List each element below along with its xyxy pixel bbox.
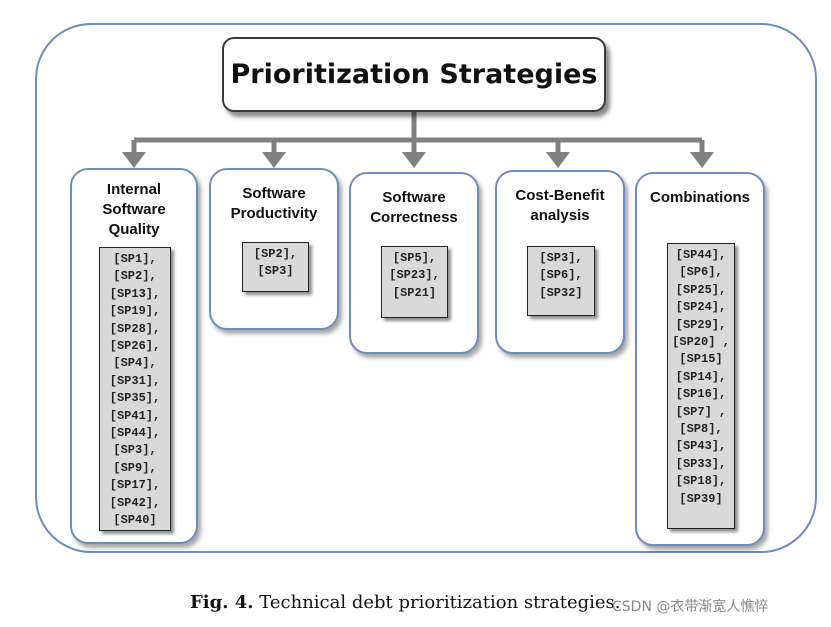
reference-item: [SP17], [109,478,161,493]
reference-item: [SP24], [675,300,727,315]
reference-item: [SP33], [675,456,727,471]
reference-item: [SP25], [675,282,727,297]
reference-list-box: [SP2], [SP3] [242,242,309,292]
reference-item: [SP14], [675,369,727,384]
reference-item: [SP18], [675,474,727,489]
reference-item: [SP39] [679,491,723,506]
reference-item: [SP42], [109,495,161,510]
reference-item: [SP41], [109,408,161,423]
reference-item: [SP5], [392,251,437,265]
arrowhead-2 [262,152,286,168]
reference-item: [SP21] [392,285,437,300]
reference-list-box: [SP3], [SP6], [SP32] [527,246,595,316]
outer-container [35,23,817,553]
category-label-line: Cost-Benefit [515,187,605,204]
reference-item: [SP32] [539,285,583,300]
reference-item: [SP26], [109,339,161,354]
reference-item: [SP16], [675,387,727,402]
arrowhead-1 [122,152,146,168]
reference-list-box: [SP44], [SP6], [SP25], [SP24], [SP29], [SP20]… [667,243,735,529]
reference-list-box: [SP1], [SP2], [SP13], [SP19], [SP28], [SP26],… [99,247,171,531]
category-label-line: Correctness [370,209,458,226]
watermark: CSDN @衣带渐宽人憔悴 [612,599,769,615]
reference-item: [SP6], [539,268,583,283]
reference-item: [SP8], [679,422,723,437]
category-label: Combinations [637,188,763,208]
reference-item: [SP2], [253,247,298,261]
reference-item: [SP7] , [675,404,727,419]
reference-item: [SP2], [113,269,157,284]
reference-item: [SP23], [389,268,440,283]
category-label-line: Quality [108,221,160,238]
arrowhead-3 [402,152,426,168]
category-label-line: Software [382,189,446,206]
reference-item: [SP9], [113,460,157,475]
figure-label: Fig. 4. [190,592,254,613]
diagram-title: Prioritization Strategies [230,59,598,90]
category-label-line: Productivity [230,205,318,222]
reference-item: [SP31], [109,373,161,388]
reference-item: [SP13], [109,286,161,301]
reference-item: [SP43], [675,439,727,454]
arrowhead-5 [690,152,714,168]
reference-list-box: [SP5], [SP23], [SP21] [381,246,448,318]
reference-item: [SP20] , [672,335,730,350]
arrowhead-4 [546,152,570,168]
figure-caption-text: Technical debt prioritization strategies… [259,592,621,613]
category-label-line: Internal [106,181,162,198]
reference-item: [SP44], [675,248,727,262]
title-box: Prioritization Strategies [222,37,606,112]
reference-item: [SP28], [109,321,161,336]
category-label-line: Software [242,185,306,202]
reference-item: [SP19], [109,304,161,319]
category-label-line: Software [102,201,166,218]
reference-item: [SP3] [257,264,294,279]
arrowheads [122,152,714,168]
reference-item: [SP35], [109,391,161,406]
connectors [131,112,705,154]
reference-item: [SP29], [675,317,727,332]
reference-item: [SP6], [679,265,723,280]
category-label: Cost-Benefit analysis [497,186,623,226]
figure-caption: Fig. 4. Technical debt prioritization st… [190,592,621,613]
reference-item: [SP15] [679,352,723,367]
category-label-line: Combinations [650,189,750,206]
reference-item: [SP3], [113,443,157,458]
category-label-line: analysis [530,207,590,224]
reference-item: [SP1], [113,252,157,266]
reference-item: [SP44], [109,426,161,441]
reference-item: [SP4], [113,356,157,371]
reference-item: [SP3], [539,251,583,265]
reference-item: [SP40] [113,513,157,528]
